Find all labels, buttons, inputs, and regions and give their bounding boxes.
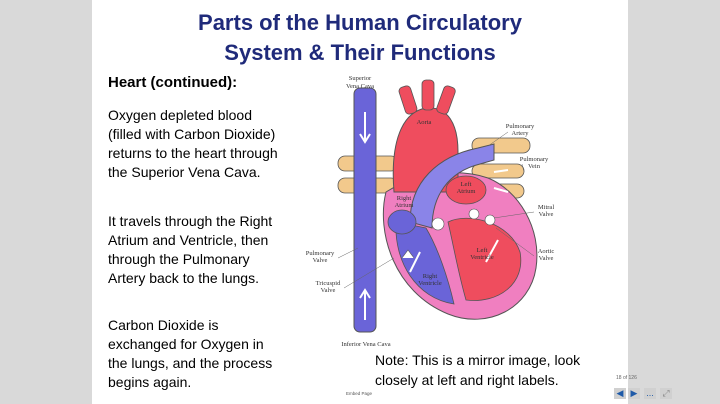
label-mitral-valve-2: Valve: [539, 211, 554, 218]
title-line-2: System & Their Functions: [224, 40, 496, 65]
label-inferior-vena-cava: Inferior Vena Cava: [341, 341, 390, 348]
section-heading: Heart (continued):: [108, 74, 238, 91]
paragraph-3-line: the lungs, and the process: [108, 355, 273, 371]
label-aortic-valve-2: Valve: [539, 255, 554, 262]
paragraph-2-line: Artery back to the lungs.: [108, 270, 259, 286]
label-aorta: Aorta: [417, 119, 432, 126]
paragraph-1-line: (filled with Carbon Dioxide): [108, 126, 276, 142]
slide: Parts of the Human Circulatory System & …: [92, 0, 628, 404]
paragraph-2-line: It travels through the Right: [108, 213, 273, 229]
vena-cava: [353, 87, 377, 333]
paragraph-2-line: Atrium and Ventricle, then: [108, 232, 269, 248]
right-atrium-chamber: [387, 209, 417, 235]
paragraph-1-line: the Superior Vena Cava.: [108, 164, 261, 180]
right-letterbox: [628, 0, 720, 404]
note-line: closely at left and right labels.: [375, 372, 559, 388]
paragraph-2: It travels through the Right Atrium and …: [108, 212, 272, 288]
fullscreen-icon[interactable]: ⤢: [660, 388, 672, 399]
label-right-ventricle-2: Ventricle: [418, 280, 442, 287]
embed-page-link[interactable]: Embed Page: [346, 391, 373, 396]
label-tricuspid-valve-1: Tricuspid: [316, 280, 341, 287]
left-letterbox: [0, 0, 92, 404]
title-line-1: Parts of the Human Circulatory: [198, 10, 522, 35]
label-pulmonary-artery-2: Artery: [512, 130, 530, 137]
label-mitral-valve-1: Mitral: [538, 204, 554, 211]
label-right-atrium-1: Right: [397, 195, 412, 202]
leader-lines: [337, 131, 535, 289]
flow-arrows: [409, 169, 509, 273]
slide-title: Parts of the Human Circulatory System & …: [92, 8, 628, 68]
label-left-ventricle-1: Left: [477, 247, 488, 254]
prev-slide-button[interactable]: ◀: [614, 388, 626, 399]
heart-diagram: Superior Vena Cava Aorta Pulmonary Arter…: [306, 75, 555, 348]
ivc-arrow: [359, 288, 371, 320]
label-pulmonary-valve-2: Valve: [313, 257, 328, 264]
label-left-atrium-2: Atrium: [457, 188, 476, 195]
label-right-ventricle-1: Right: [423, 273, 438, 280]
page-indicator: 18 of 126: [616, 375, 637, 381]
label-tricuspid-valve-2: Valve: [321, 287, 336, 294]
label-pulmonary-artery-1: Pulmonary: [506, 123, 535, 130]
label-pulmonary-vein-1: Pulmonary: [520, 156, 549, 163]
more-options-button[interactable]: ...: [644, 388, 656, 399]
paragraph-3: Carbon Dioxide is exchanged for Oxygen i…: [108, 316, 272, 392]
label-aortic-valve-1: Aortic: [538, 248, 555, 255]
next-slide-button[interactable]: ▶: [628, 388, 640, 399]
mirror-image-note: Note: This is a mirror image, look close…: [375, 350, 580, 390]
svc-arrow: [359, 112, 371, 144]
paragraph-3-line: exchanged for Oxygen in: [108, 336, 264, 352]
paragraph-3-line: begins again.: [108, 374, 192, 390]
paragraph-1-line: returns to the heart through: [108, 145, 278, 161]
pulmonary-artery: [409, 143, 495, 229]
paragraph-1-line: Oxygen depleted blood: [108, 107, 252, 123]
label-pulmonary-vein-2: Vein: [528, 163, 541, 170]
right-ventricle-chamber: [395, 221, 455, 305]
label-superior-vena-cava-1: Superior: [349, 75, 372, 82]
label-pulmonary-valve-1: Pulmonary: [306, 250, 335, 257]
note-line: Note: This is a mirror image, look: [375, 352, 581, 368]
label-right-atrium-2: Atrium: [395, 202, 414, 209]
label-left-ventricle-2: Ventricle: [470, 254, 494, 261]
left-atrium-chamber: [445, 175, 487, 205]
paragraph-3-line: Carbon Dioxide is: [108, 317, 219, 333]
label-left-atrium-1: Left: [461, 181, 472, 188]
label-superior-vena-cava-2: Vena Cava: [346, 83, 374, 90]
paragraph-1: Oxygen depleted blood (filled with Carbo…: [108, 106, 278, 182]
paragraph-2-line: through the Pulmonary: [108, 251, 250, 267]
